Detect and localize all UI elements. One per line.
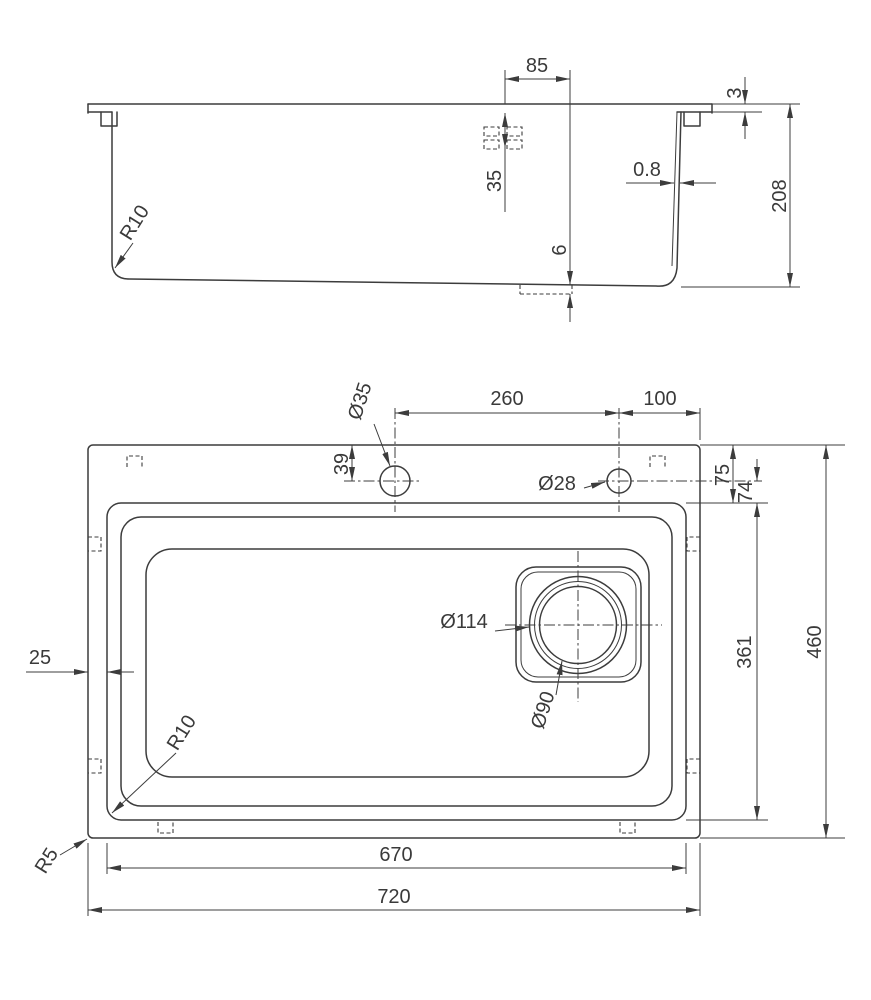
plan-view: 260 100 Ø35 39 Ø28 75 74 bbox=[26, 380, 845, 916]
inner-wall-line bbox=[671, 111, 678, 267]
dim-3-label: 3 bbox=[724, 87, 746, 98]
mounting-clips bbox=[88, 455, 700, 834]
mounting-clip-right bbox=[683, 111, 701, 127]
dim-100: 100 bbox=[619, 388, 701, 440]
dim-208-label: 208 bbox=[769, 179, 791, 212]
dim-0-8: 0.8 bbox=[626, 159, 716, 186]
dim-100-label: 100 bbox=[643, 388, 676, 410]
dim-260: 260 bbox=[395, 388, 619, 416]
dim-720: 720 bbox=[87, 843, 701, 916]
dim-670-label: 670 bbox=[379, 844, 412, 866]
dim-361-label: 361 bbox=[734, 635, 756, 668]
dim-6-label: 6 bbox=[549, 244, 571, 255]
drain-inner-callout: Ø90 bbox=[527, 660, 563, 732]
dim-74: 74 bbox=[735, 459, 760, 503]
drain-boss-hidden-lines bbox=[519, 285, 573, 295]
drain-outer-callout: Ø114 bbox=[440, 611, 530, 633]
dim-85: 85 bbox=[504, 55, 570, 104]
dim-361: 361 bbox=[686, 503, 768, 821]
mounting-clip-left bbox=[100, 111, 118, 127]
dim-85-label: 85 bbox=[526, 55, 548, 77]
drain-outer-diameter-label: Ø114 bbox=[440, 611, 487, 633]
dim-3: 3 bbox=[712, 77, 800, 139]
sink-profile bbox=[87, 103, 713, 295]
dim-35-label: 35 bbox=[484, 170, 506, 192]
dim-670: 670 bbox=[106, 843, 687, 874]
faucet-hole bbox=[344, 408, 420, 512]
dim-75-label: 75 bbox=[712, 464, 734, 486]
bowl-bottom bbox=[145, 548, 650, 778]
dim-25: 25 bbox=[26, 647, 134, 675]
dim-208: 208 bbox=[681, 104, 800, 288]
overflow-hole-stamps bbox=[483, 126, 523, 150]
soap-hole-diameter-label: Ø28 bbox=[538, 473, 576, 495]
soap-hole-callout: Ø28 bbox=[538, 473, 606, 495]
dim-260-label: 260 bbox=[490, 388, 523, 410]
bowl-ledge bbox=[120, 516, 673, 807]
sink-outline bbox=[87, 444, 701, 839]
dim-460: 460 bbox=[700, 445, 845, 839]
dim-39-label: 39 bbox=[331, 453, 353, 475]
radius-r5-label: R5 bbox=[31, 844, 63, 877]
dim-460-label: 460 bbox=[804, 625, 826, 658]
dim-75: 75 bbox=[686, 444, 845, 504]
dim-0-8-label: 0.8 bbox=[633, 159, 661, 181]
radius-r5-corner: R5 bbox=[31, 838, 88, 877]
radius-r10-side: R10 bbox=[114, 201, 154, 269]
drain-inner-diameter-label: Ø90 bbox=[527, 689, 560, 732]
side-view: 85 6 35 3 208 0.8 bbox=[87, 55, 800, 322]
outer-rim bbox=[87, 444, 701, 839]
dim-39: 39 bbox=[331, 445, 355, 481]
dim-25-label: 25 bbox=[29, 647, 51, 669]
dim-74-label: 74 bbox=[735, 481, 757, 503]
drain-assembly bbox=[505, 551, 662, 702]
radius-r10-side-label: R10 bbox=[116, 201, 154, 244]
bowl-cross-section bbox=[111, 111, 682, 287]
dim-720-label: 720 bbox=[377, 886, 410, 908]
bowl-opening bbox=[106, 502, 687, 821]
dim-6: 6 bbox=[549, 70, 573, 322]
dim-35: 35 bbox=[484, 113, 508, 212]
faucet-hole-diameter-label: Ø35 bbox=[344, 380, 377, 423]
radius-r10-bowl-label: R10 bbox=[163, 711, 201, 754]
